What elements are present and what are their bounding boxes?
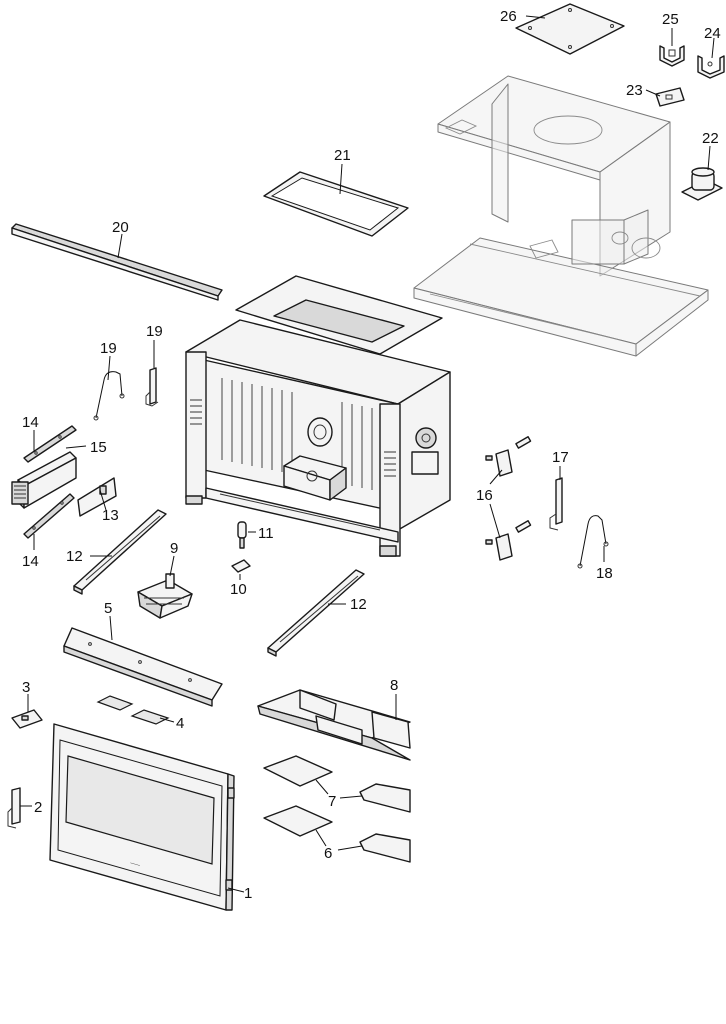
part-1-oven-door: —— bbox=[49, 723, 235, 911]
callout-14b: 14 bbox=[22, 553, 39, 570]
part-16-hinge-upper bbox=[485, 436, 532, 477]
callout-2: 2 bbox=[34, 799, 42, 816]
leader-5 bbox=[109, 615, 113, 641]
leader-1 bbox=[227, 887, 245, 893]
part-3-door-bracket bbox=[11, 709, 43, 729]
part-6-plate-right bbox=[359, 833, 411, 863]
callout-14a: 14 bbox=[22, 414, 39, 431]
callout-12a: 12 bbox=[66, 548, 83, 565]
leader-13 bbox=[99, 489, 107, 511]
leader-20 bbox=[117, 233, 123, 259]
callout-8: 8 bbox=[390, 677, 398, 694]
callout-10: 10 bbox=[230, 581, 247, 598]
callout-16: 16 bbox=[476, 487, 493, 504]
part-4-glass-strips bbox=[96, 695, 170, 725]
part-14-strip-upper bbox=[23, 425, 77, 463]
callout-13: 13 bbox=[102, 507, 119, 524]
part-20-top-rail bbox=[11, 223, 223, 301]
svg-text:——: —— bbox=[129, 860, 140, 869]
leader-24 bbox=[711, 37, 715, 59]
part-23-bracket bbox=[655, 87, 685, 107]
upright-vents bbox=[190, 399, 396, 477]
leader-15 bbox=[65, 445, 87, 449]
callout-20: 20 bbox=[112, 219, 129, 236]
part-6-plate-left bbox=[263, 805, 333, 837]
part-15-control-module bbox=[11, 451, 77, 509]
part-19-wire-handle-right bbox=[577, 515, 609, 569]
part-25-bracket bbox=[659, 45, 685, 67]
leader-16b bbox=[489, 503, 501, 539]
part-26-cover-plate bbox=[515, 3, 625, 55]
leader-6a bbox=[315, 829, 327, 847]
ghost-outer-housing bbox=[413, 75, 709, 357]
part-17-latch bbox=[549, 477, 563, 531]
part-9-burner-basket bbox=[137, 573, 193, 619]
part-19-wire-handle-left bbox=[93, 371, 125, 421]
callout-6: 6 bbox=[324, 845, 332, 862]
leader-7b bbox=[339, 795, 363, 799]
part-16-hinge-lower bbox=[485, 520, 532, 561]
part-12-runner-right bbox=[267, 569, 365, 657]
leader-9 bbox=[169, 555, 175, 577]
callout-19b: 18 bbox=[596, 565, 613, 582]
callout-24: 24 bbox=[704, 25, 721, 42]
leader-21 bbox=[339, 163, 343, 195]
callout-19a: 19 bbox=[100, 340, 117, 357]
part-18-bracket bbox=[145, 367, 159, 407]
callout-5: 5 bbox=[104, 600, 112, 617]
part-16-screw-lower bbox=[515, 520, 532, 533]
leader-19a bbox=[107, 355, 111, 381]
callout-15: 15 bbox=[90, 439, 107, 456]
callout-7: 7 bbox=[328, 793, 336, 810]
callout-18: 19 bbox=[146, 323, 163, 340]
callout-17: 17 bbox=[552, 449, 569, 466]
part-2-side-bracket bbox=[7, 787, 21, 829]
part-10-clip bbox=[231, 559, 251, 573]
part-24-bracket bbox=[697, 55, 725, 79]
leader-23 bbox=[645, 89, 661, 97]
part-12-runner-left bbox=[73, 509, 167, 595]
callout-1: 1 bbox=[244, 885, 252, 902]
part-21-gasket bbox=[263, 171, 409, 237]
callout-23: 23 bbox=[626, 82, 643, 99]
part-7-plate-right bbox=[359, 783, 411, 813]
leader-26 bbox=[525, 15, 546, 19]
leader-16a bbox=[489, 469, 503, 485]
part-7-plate-left bbox=[263, 755, 333, 787]
callout-3: 3 bbox=[22, 679, 30, 696]
leader-7a bbox=[315, 779, 329, 795]
callout-11: 11 bbox=[258, 525, 274, 542]
part-22-motor bbox=[681, 167, 723, 201]
callout-26: 26 bbox=[500, 8, 517, 25]
leader-6b bbox=[337, 845, 363, 851]
callout-21: 21 bbox=[334, 147, 351, 164]
leader-22 bbox=[707, 145, 711, 171]
oven-cavity-assembly bbox=[185, 275, 451, 557]
part-11-igniter bbox=[237, 521, 247, 549]
callout-12b: 12 bbox=[350, 596, 367, 613]
callout-9: 9 bbox=[170, 540, 178, 557]
part-16-screw-upper bbox=[515, 436, 532, 449]
callout-22: 22 bbox=[702, 130, 719, 147]
callout-4: 4 bbox=[176, 715, 184, 732]
callout-25: 25 bbox=[662, 11, 679, 28]
part-14-strip-lower bbox=[23, 493, 75, 539]
part-5-trim-bar bbox=[63, 627, 223, 707]
part-8-ash-tray bbox=[257, 689, 411, 761]
leader-4 bbox=[159, 717, 175, 723]
